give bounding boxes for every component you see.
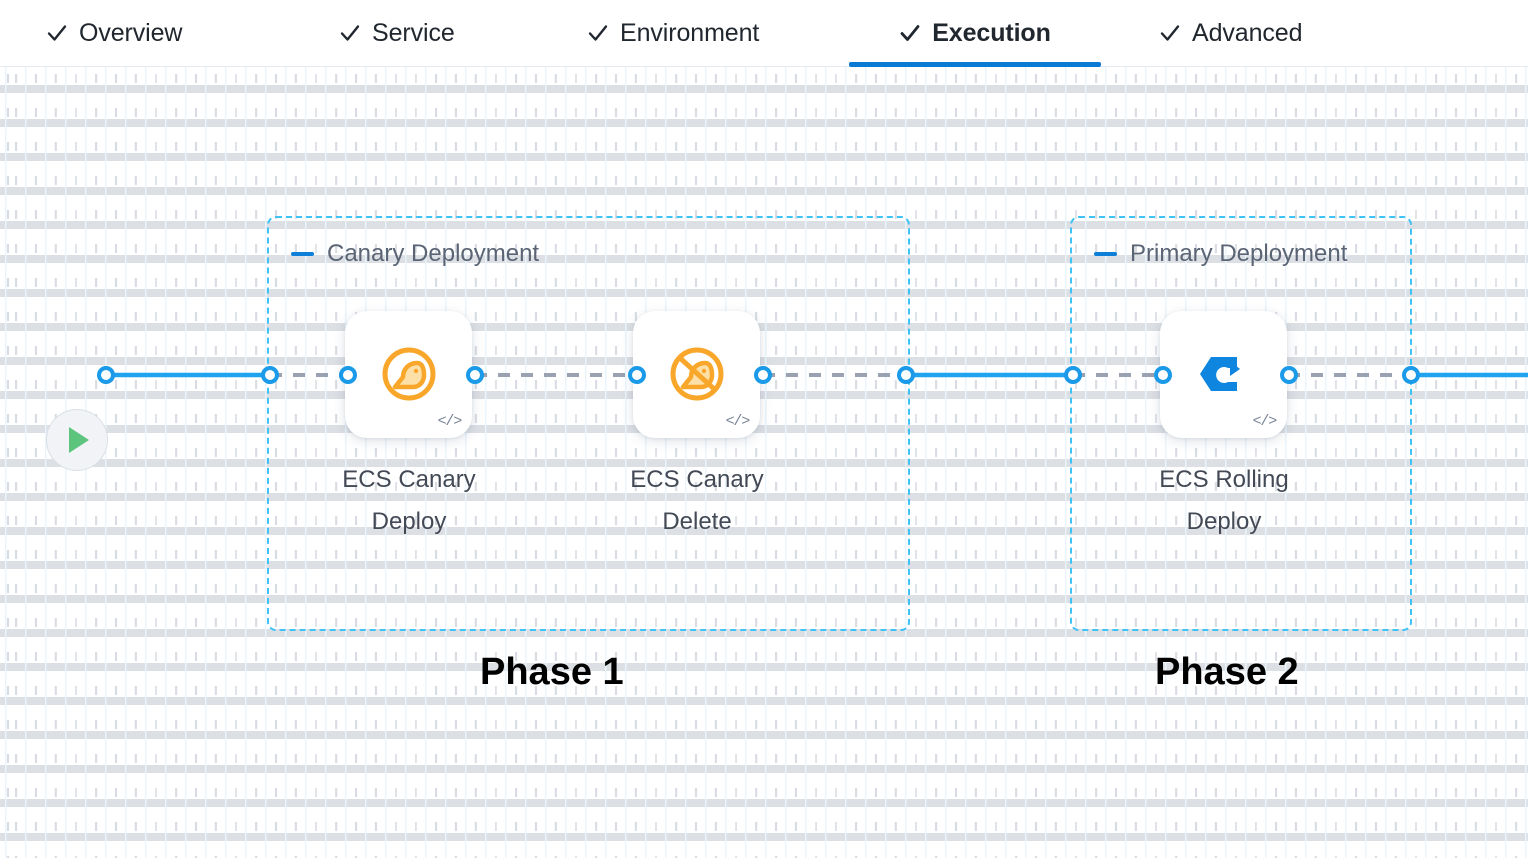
node-label-line-1: ECS Canary bbox=[630, 466, 764, 493]
rolling-deploy-hex-icon bbox=[1160, 344, 1287, 404]
node-label-line-2: Deploy bbox=[1186, 508, 1262, 535]
pipeline-start-node[interactable] bbox=[46, 409, 108, 471]
pipeline-canvas[interactable]: Canary Deployment Phase 1 </> ECS Canary… bbox=[0, 66, 1528, 858]
check-icon bbox=[339, 22, 361, 44]
group-primary-deployment-title: Primary Deployment bbox=[1130, 240, 1348, 267]
tab-environment[interactable]: Environment bbox=[581, 0, 765, 66]
group-canary-deployment-output-port[interactable] bbox=[897, 366, 915, 384]
group-primary-deployment[interactable]: Primary Deployment bbox=[1070, 216, 1412, 631]
start-node-output-port[interactable] bbox=[97, 366, 115, 384]
group-primary-deployment-input-port[interactable] bbox=[1064, 366, 1082, 384]
tab-advanced[interactable]: Advanced bbox=[1153, 0, 1308, 66]
tab-execution-label: Execution bbox=[932, 18, 1051, 47]
node-label-line-2: Deploy bbox=[371, 508, 447, 535]
check-icon bbox=[46, 22, 68, 44]
node-ecs-rolling-deploy-label: ECS Rolling Deploy bbox=[1109, 459, 1339, 543]
tab-environment-label: Environment bbox=[620, 18, 760, 47]
tab-service-label: Service bbox=[372, 18, 455, 47]
group-primary-deployment-header[interactable]: Primary Deployment bbox=[1094, 240, 1347, 268]
node-ecs-canary-delete-output-port[interactable] bbox=[754, 366, 772, 384]
wizard-tab-bar: Overview Service Environment Execution A… bbox=[0, 0, 1528, 67]
phase-2-caption: Phase 2 bbox=[1155, 651, 1299, 693]
canary-bird-slashed-icon bbox=[633, 344, 760, 404]
tab-service[interactable]: Service bbox=[333, 0, 461, 66]
group-canary-deployment-title: Canary Deployment bbox=[327, 240, 540, 267]
node-ecs-canary-delete-input-port[interactable] bbox=[628, 366, 646, 384]
node-ecs-canary-deploy-input-port[interactable] bbox=[339, 366, 357, 384]
node-ecs-rolling-deploy[interactable]: </> bbox=[1160, 311, 1287, 438]
group-canary-deployment-header[interactable]: Canary Deployment bbox=[291, 240, 539, 268]
node-ecs-canary-deploy-label: ECS Canary Deploy bbox=[294, 459, 524, 543]
node-label-line-2: Delete bbox=[662, 508, 732, 535]
group-canary-deployment-input-port[interactable] bbox=[261, 366, 279, 384]
minus-icon[interactable] bbox=[291, 252, 314, 256]
check-icon bbox=[1159, 22, 1181, 44]
group-primary-deployment-output-port[interactable] bbox=[1402, 366, 1420, 384]
node-ecs-rolling-deploy-output-port[interactable] bbox=[1280, 366, 1298, 384]
node-ecs-canary-delete-label: ECS Canary Delete bbox=[582, 459, 812, 543]
minus-icon[interactable] bbox=[1094, 252, 1117, 256]
phase-1-caption: Phase 1 bbox=[480, 651, 624, 693]
play-icon bbox=[69, 427, 89, 453]
tab-execution[interactable]: Execution bbox=[849, 0, 1101, 67]
check-icon bbox=[899, 22, 921, 44]
code-badge-icon[interactable]: </> bbox=[725, 413, 751, 430]
group-canary-deployment[interactable]: Canary Deployment bbox=[267, 216, 910, 631]
node-ecs-rolling-deploy-input-port[interactable] bbox=[1154, 366, 1172, 384]
node-ecs-canary-deploy[interactable]: </> bbox=[345, 311, 472, 438]
tab-overview[interactable]: Overview bbox=[40, 0, 188, 66]
tab-advanced-label: Advanced bbox=[1192, 18, 1303, 47]
canary-bird-icon bbox=[345, 344, 472, 404]
tab-overview-label: Overview bbox=[79, 18, 183, 47]
node-ecs-canary-deploy-output-port[interactable] bbox=[466, 366, 484, 384]
check-icon bbox=[587, 22, 609, 44]
node-label-line-1: ECS Rolling bbox=[1159, 466, 1289, 493]
node-label-line-1: ECS Canary bbox=[342, 466, 476, 493]
code-badge-icon[interactable]: </> bbox=[1252, 413, 1278, 430]
node-ecs-canary-delete[interactable]: </> bbox=[633, 311, 760, 438]
code-badge-icon[interactable]: </> bbox=[437, 413, 463, 430]
